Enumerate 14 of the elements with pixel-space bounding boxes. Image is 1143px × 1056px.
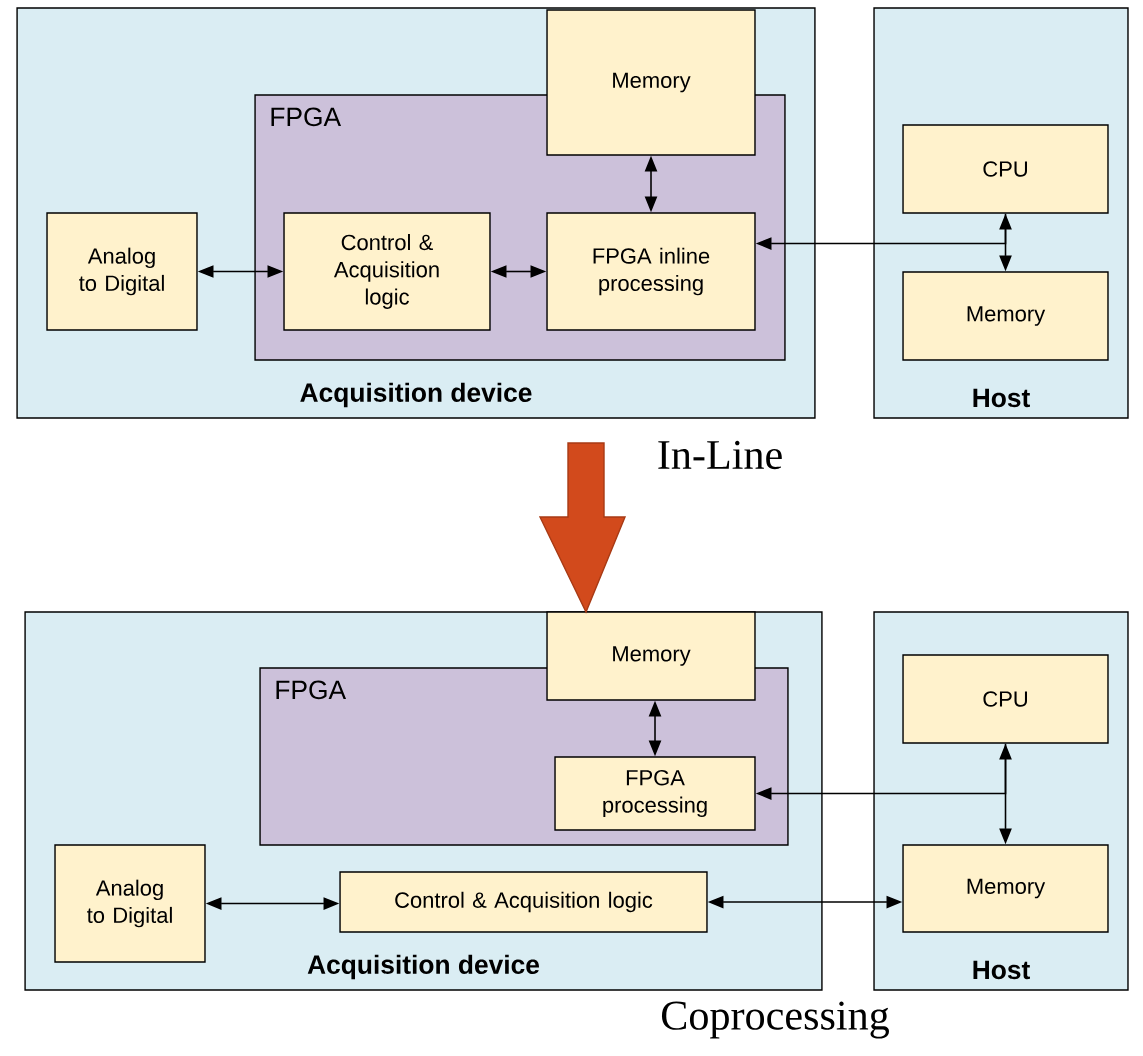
component-box: CPU — [902, 654, 1109, 744]
component-box: Memory — [902, 844, 1109, 933]
component-box: Control & Acquisition logic — [283, 212, 491, 331]
component-box: Control & Acquisition logic — [339, 871, 708, 933]
component-box: Analog to Digital — [46, 212, 198, 331]
component-box: Memory — [546, 611, 756, 701]
component-box: CPU — [902, 124, 1109, 214]
component-box: FPGA inline processing — [546, 212, 756, 331]
section-title: In-Line — [658, 440, 782, 470]
component-box: Memory — [902, 271, 1109, 361]
component-box: FPGA processing — [554, 756, 756, 831]
component-box: Analog to Digital — [54, 844, 206, 963]
component-box: Memory — [546, 9, 756, 156]
section-title: Coprocessing — [661, 1001, 889, 1039]
